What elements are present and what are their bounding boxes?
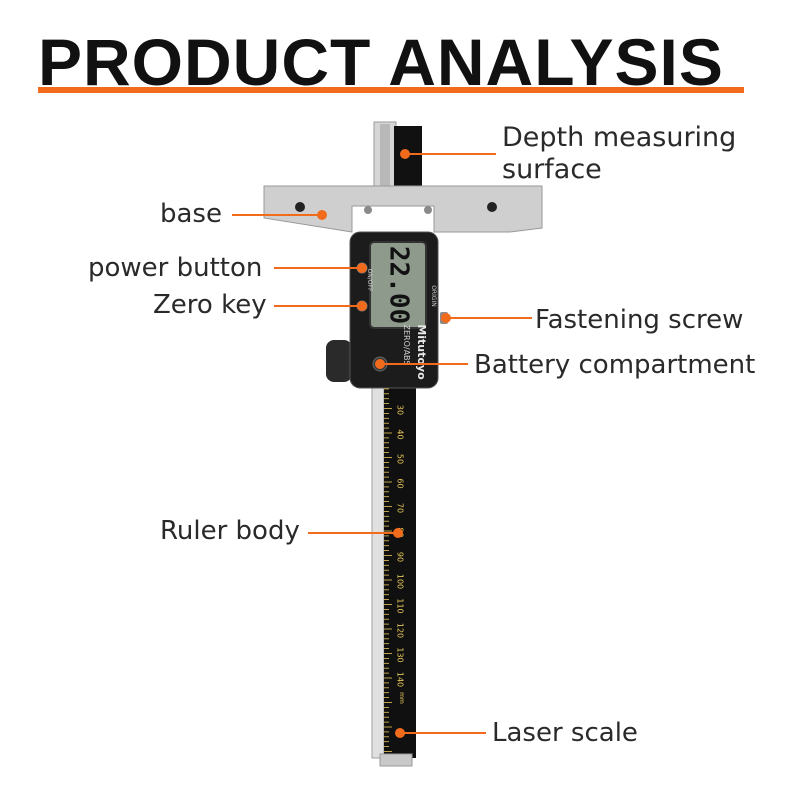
fastening-screw-dot bbox=[441, 313, 451, 323]
scale-unit: mm bbox=[398, 692, 405, 704]
on-off-label: ON/OFF bbox=[366, 269, 373, 292]
scale-number: 120 bbox=[396, 623, 405, 638]
power-button-dot bbox=[357, 263, 367, 273]
laser-scale-label: Laser scale bbox=[492, 718, 638, 748]
lcd-screen bbox=[369, 241, 427, 329]
scale-number: 110 bbox=[396, 598, 405, 613]
scale-number: 60 bbox=[396, 478, 405, 488]
base-dot bbox=[317, 210, 327, 220]
depth-measuring-surface-label: Depth measuring surface bbox=[502, 122, 737, 185]
title-underline bbox=[38, 87, 744, 93]
ruler-body-dot bbox=[393, 528, 403, 538]
zero-key-label: Zero key bbox=[153, 290, 267, 320]
scale-number: 100 bbox=[396, 574, 405, 589]
power-button-label: power button bbox=[88, 253, 263, 283]
fastening-screw-label: Fastening screw bbox=[535, 305, 744, 335]
scale-ticks-group: 30405060708090100110120130140mm bbox=[384, 383, 405, 752]
base-hole-left bbox=[295, 202, 305, 212]
base-plate bbox=[263, 185, 543, 233]
base-hole-right bbox=[487, 202, 497, 212]
lcd-reading: 22.00 bbox=[384, 246, 414, 324]
page-title: PRODUCT ANALYSIS bbox=[38, 25, 724, 99]
scale-number: 130 bbox=[396, 647, 405, 662]
scale-number: 50 bbox=[396, 454, 405, 464]
rod-top-edge bbox=[380, 124, 390, 190]
ruler-edge bbox=[371, 379, 385, 759]
base-label: base bbox=[160, 199, 222, 229]
ruler-body bbox=[384, 380, 416, 758]
battery-dot bbox=[375, 359, 385, 369]
scale-number: 70 bbox=[396, 503, 405, 513]
brand-logo: Mitutoyo bbox=[415, 324, 428, 380]
base-screw-left bbox=[364, 206, 372, 214]
ruler-end-cap bbox=[379, 753, 413, 767]
depth-surface-dot bbox=[400, 149, 410, 159]
scale-number: 40 bbox=[396, 429, 405, 439]
scale-number: 30 bbox=[396, 405, 405, 415]
ruler-body-label: Ruler body bbox=[160, 516, 300, 546]
thumb-wheel bbox=[326, 340, 352, 382]
zero-key-dot bbox=[357, 301, 367, 311]
battery-compartment-label: Battery compartment bbox=[474, 350, 756, 380]
zero-abs-label: ZERO/ABS bbox=[402, 325, 411, 366]
laser-scale-dot bbox=[395, 728, 405, 738]
upper-scale bbox=[394, 126, 422, 196]
scale-number: 140 bbox=[396, 672, 405, 687]
origin-label: ORIGIN bbox=[430, 285, 437, 307]
scale-number: 90 bbox=[396, 552, 405, 562]
base-screw-right bbox=[424, 206, 432, 214]
